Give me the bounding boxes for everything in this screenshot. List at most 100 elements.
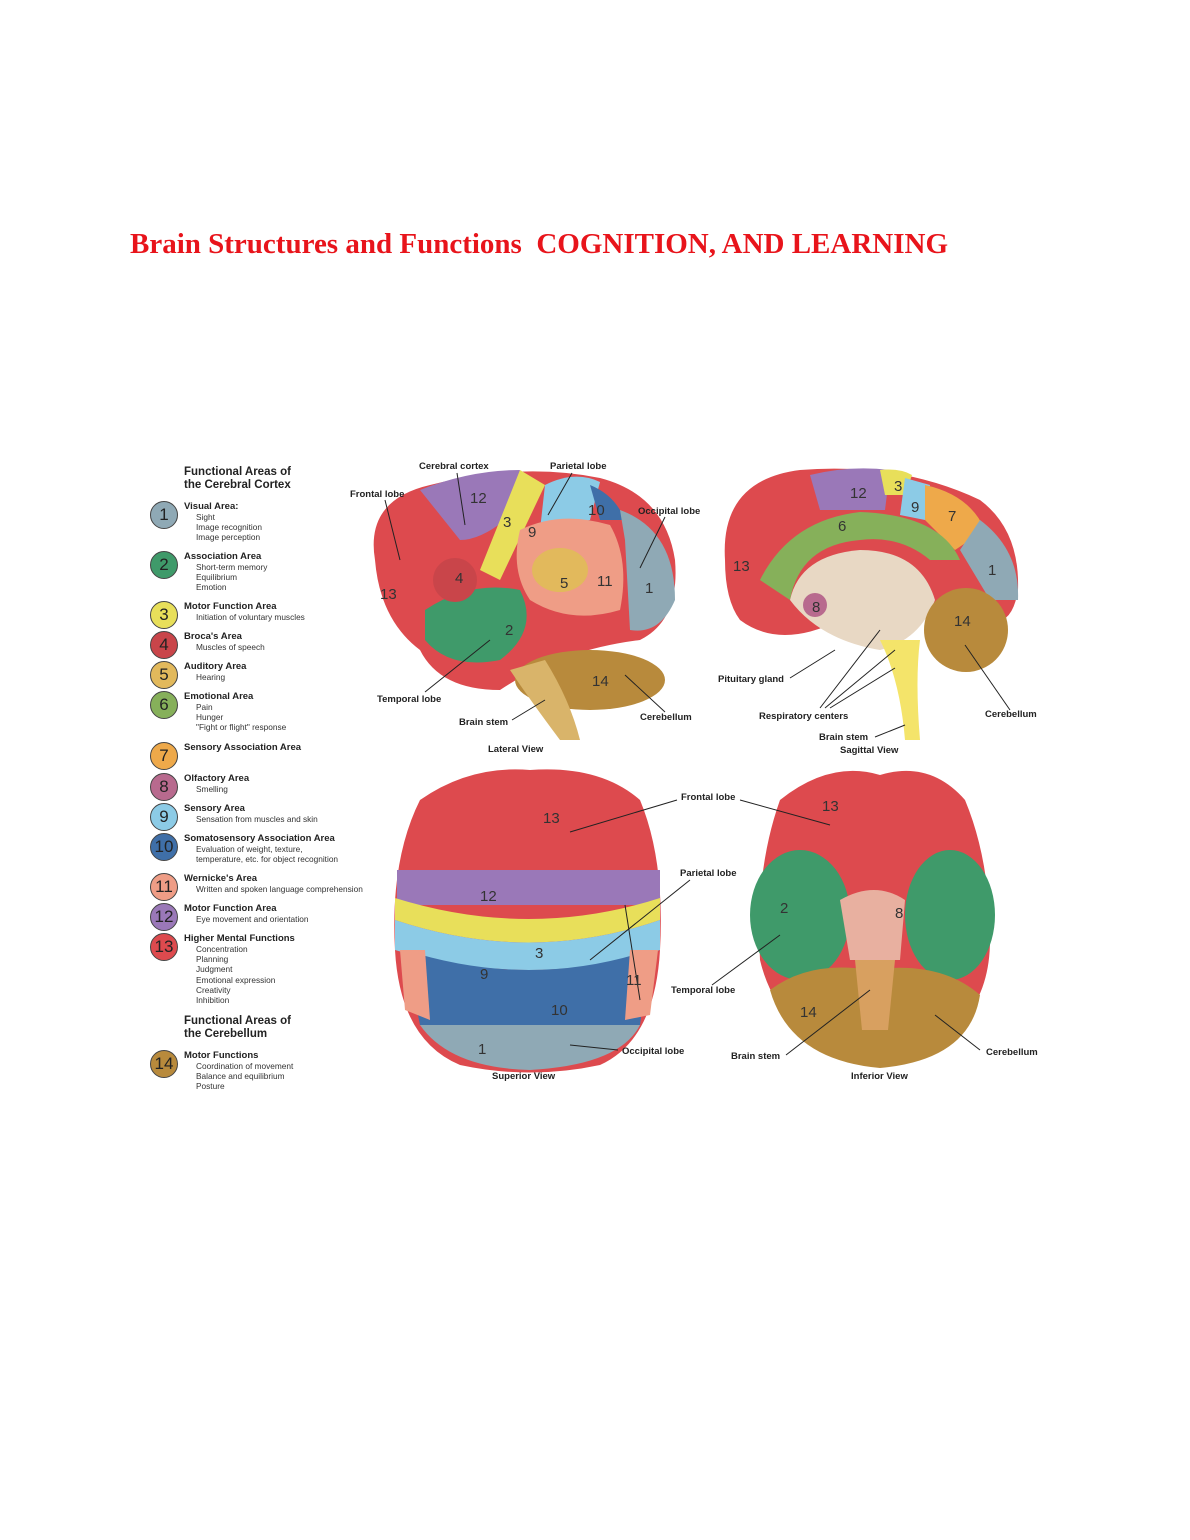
superior-view-brain bbox=[394, 769, 661, 1073]
area-number-badge: 10 bbox=[150, 833, 178, 861]
svg-text:12: 12 bbox=[480, 888, 497, 905]
label-parietal-lobe-superior: Parietal lobe bbox=[680, 868, 737, 879]
legend-item-details: Muscles of speech bbox=[196, 642, 265, 652]
legend-item-details: Sensation from muscles and skin bbox=[196, 814, 318, 824]
label-occipital-lobe: Occipital lobe bbox=[638, 506, 701, 517]
caption-superior-view: Superior View bbox=[492, 1071, 556, 1082]
legend-item-title: Motor Function Area bbox=[184, 903, 277, 914]
legend-item-line: Emotion bbox=[196, 582, 227, 593]
legend-item-details: Hearing bbox=[196, 672, 225, 682]
svg-text:1: 1 bbox=[988, 562, 996, 579]
svg-text:11: 11 bbox=[626, 972, 642, 989]
legend-item-title: Broca's Area bbox=[184, 631, 242, 642]
legend-item-details: Eye movement and orientation bbox=[196, 914, 309, 924]
area-number-badge: 5 bbox=[150, 661, 178, 689]
svg-text:2: 2 bbox=[505, 622, 513, 639]
legend-item-title: Emotional Area bbox=[184, 691, 254, 702]
legend-item-title: Auditory Area bbox=[184, 661, 247, 672]
label-pituitary-gland: Pituitary gland bbox=[718, 674, 784, 685]
heading-line: Functional Areas of bbox=[184, 1015, 291, 1027]
sagittal-view-brain bbox=[724, 468, 1019, 740]
svg-text:1: 1 bbox=[645, 580, 653, 597]
legend-item-line: Pain bbox=[196, 702, 213, 712]
svg-text:8: 8 bbox=[895, 905, 903, 922]
area-number-badge: 2 bbox=[150, 551, 178, 579]
label-parietal-lobe: Parietal lobe bbox=[550, 461, 607, 472]
caption-inferior-view: Inferior View bbox=[851, 1071, 908, 1082]
label-temporal-lobe-inferior: Temporal lobe bbox=[671, 985, 736, 996]
caption-lateral-view: Lateral View bbox=[488, 744, 544, 755]
legend-item-line: Balance and equilibrium bbox=[196, 1071, 285, 1082]
svg-text:8: 8 bbox=[812, 599, 820, 616]
caption-sagittal-view: Sagittal View bbox=[840, 745, 899, 756]
area-number-badge: 13 bbox=[150, 933, 178, 961]
svg-text:9: 9 bbox=[480, 966, 488, 983]
legend-item-line: Equilibrium bbox=[196, 572, 238, 583]
legend-item-line: Coordination of movement bbox=[196, 1061, 294, 1071]
legend-item-line: Evaluation of weight, texture, bbox=[196, 844, 303, 854]
legend-item-line: Image recognition bbox=[196, 522, 262, 533]
area-number-badge: 6 bbox=[150, 691, 178, 719]
legend-item-line: Concentration bbox=[196, 944, 248, 954]
legend-item-title: Visual Area: bbox=[184, 501, 239, 512]
svg-text:13: 13 bbox=[733, 558, 750, 575]
svg-text:6: 6 bbox=[838, 518, 846, 535]
svg-text:1: 1 bbox=[478, 1041, 486, 1058]
legend-item-details: Evaluation of weight, texture,temperatur… bbox=[196, 844, 338, 864]
legend-item-title: Sensory Association Area bbox=[184, 742, 302, 753]
legend-item-line: temperature, etc. for object recognition bbox=[196, 854, 339, 865]
area-number-badge: 9 bbox=[150, 803, 178, 831]
label-cerebellum-inferior: Cerebellum bbox=[986, 1047, 1038, 1058]
legend-item-line: "Fight or flight" response bbox=[196, 722, 287, 733]
legend-item-line: Hearing bbox=[196, 672, 226, 682]
leader-lines bbox=[384, 472, 1011, 1056]
svg-text:4: 4 bbox=[455, 570, 463, 587]
legend-item-line: Hunger bbox=[196, 712, 224, 723]
legend-item-details: Written and spoken language comprehensio… bbox=[196, 884, 363, 894]
svg-text:14: 14 bbox=[800, 1004, 817, 1021]
lateral-view-brain bbox=[373, 470, 676, 740]
legend-item-line: Short-term memory bbox=[196, 562, 268, 572]
legend-item-line: Written and spoken language comprehensio… bbox=[196, 884, 363, 894]
legend-item-line: Initiation of voluntary muscles bbox=[196, 612, 305, 622]
svg-text:10: 10 bbox=[551, 1002, 568, 1019]
legend-item-line: Inhibition bbox=[196, 995, 230, 1006]
area-number-badge: 1 bbox=[150, 501, 178, 529]
legend-item-title: Wernicke's Area bbox=[184, 873, 258, 884]
area-number-badge: 12 bbox=[150, 903, 178, 931]
svg-text:3: 3 bbox=[535, 945, 543, 962]
label-brain-stem-inferior: Brain stem bbox=[731, 1051, 781, 1062]
area-number-badge: 3 bbox=[150, 601, 178, 629]
area-number-badge: 11 bbox=[150, 873, 178, 901]
svg-text:10: 10 bbox=[588, 502, 605, 519]
svg-text:14: 14 bbox=[592, 673, 609, 690]
label-respiratory-centers: Respiratory centers bbox=[759, 711, 849, 722]
svg-text:12: 12 bbox=[850, 485, 867, 502]
legend-item-line: Image perception bbox=[196, 532, 261, 543]
label-frontal-lobe-superior: Frontal lobe bbox=[681, 792, 736, 803]
legend-item-title: Motor Function Area bbox=[184, 601, 277, 612]
heading-line: the Cerebellum bbox=[184, 1028, 268, 1040]
legend-item-title: Somatosensory Association Area bbox=[184, 833, 335, 844]
legend-item-line: Posture bbox=[196, 1081, 225, 1092]
legend-item-line: Eye movement and orientation bbox=[196, 914, 309, 924]
legend-item-line: Muscles of speech bbox=[196, 642, 265, 652]
label-brain-stem: Brain stem bbox=[459, 717, 509, 728]
label-occipital-lobe-superior: Occipital lobe bbox=[622, 1046, 685, 1057]
heading-line: the Cerebral Cortex bbox=[184, 479, 291, 491]
svg-text:13: 13 bbox=[380, 586, 397, 603]
legend-item-line: Planning bbox=[196, 954, 229, 965]
svg-text:7: 7 bbox=[948, 508, 956, 525]
label-cerebellum-sagittal: Cerebellum bbox=[985, 709, 1037, 720]
legend-item-line: Emotional expression bbox=[196, 974, 276, 985]
svg-text:11: 11 bbox=[597, 573, 613, 590]
label-cerebellum: Cerebellum bbox=[640, 712, 692, 723]
svg-text:3: 3 bbox=[894, 478, 902, 495]
legend-item-line: Sensation from muscles and skin bbox=[196, 814, 318, 824]
